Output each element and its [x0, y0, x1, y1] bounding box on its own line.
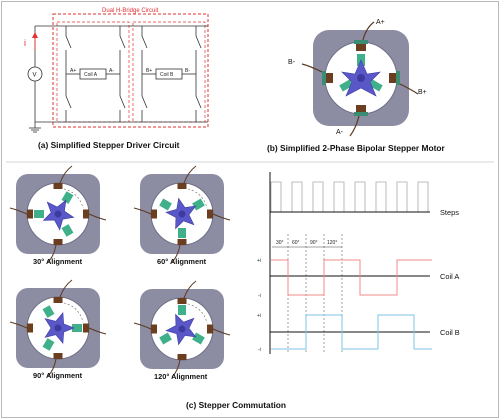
coil-b-plus-i: +i [257, 313, 261, 319]
motor-90 [9, 279, 107, 377]
voltmeter-icon [27, 66, 43, 82]
motor-60 [133, 165, 231, 263]
motor-label-a-minus: A- [336, 129, 344, 136]
coil-a-timing-label: Coil A [440, 272, 459, 281]
angle-60: 60° [292, 240, 300, 246]
alignment-label-60: 60° Alignment [157, 257, 207, 266]
motor-30-rotor [34, 191, 75, 237]
angle-30: 30° [276, 240, 284, 246]
bridge-outline [52, 13, 209, 128]
coil-b-label: Coil B [160, 72, 174, 78]
caption-b: (b) Simplified 2-Phase Bipolar Stepper M… [267, 143, 445, 153]
coil-b-plus: B+ [146, 68, 152, 74]
angle-90: 90° [310, 240, 318, 246]
alignment-label-30: 30° Alignment [33, 257, 83, 266]
timing-diagram: Steps 30° 60° 90° 120° +i -i Coil A +i -… [257, 172, 460, 354]
motor-label-b-plus: B+ [418, 89, 427, 96]
voltmeter-label: V [33, 73, 37, 79]
coil-a-minus-i: -i [258, 293, 261, 299]
alignment-label-90: 90° Alignment [33, 371, 83, 380]
coil-a-trace [271, 259, 432, 296]
angle-120: 120° [327, 240, 337, 246]
coil-a-plus-i: +i [257, 258, 261, 264]
caption-a: (a) Simplified Stepper Driver Circuit [38, 140, 180, 150]
motor-label-b-minus: B- [288, 59, 296, 66]
motor-90-rotor [42, 305, 82, 351]
motor-120 [133, 280, 231, 378]
motor-60-rotor [159, 197, 205, 238]
motor-label-a-plus: A+ [376, 19, 385, 26]
coil-b-trace [271, 314, 432, 350]
coil-a-minus: A- [109, 68, 114, 74]
coil-b-minus: B- [185, 68, 190, 74]
bridge-label: Dual H-Bridge Circuit [102, 8, 159, 14]
step-pulse-train [270, 181, 429, 213]
current-symbol: i [24, 38, 26, 48]
coil-a-label: Coil A [84, 72, 98, 78]
alignment-label-120: 120° Alignment [154, 372, 208, 381]
coil-b-minus-i: -i [258, 347, 261, 353]
driver-circuit: Dual H-Bridge Circuit i V [24, 8, 209, 133]
coil-a-plus: A+ [70, 68, 76, 74]
coil-b-box [155, 68, 183, 80]
coil-b-timing-label: Coil B [440, 328, 460, 337]
coil-a-box [79, 68, 107, 80]
motor-30 [9, 165, 107, 263]
caption-c: (c) Stepper Commutation [186, 400, 286, 410]
bipolar-motor: A+ A- B- B+ [288, 19, 427, 137]
alignment-motors [9, 165, 231, 378]
motor-120-rotor [159, 305, 205, 346]
steps-label: Steps [440, 208, 459, 217]
